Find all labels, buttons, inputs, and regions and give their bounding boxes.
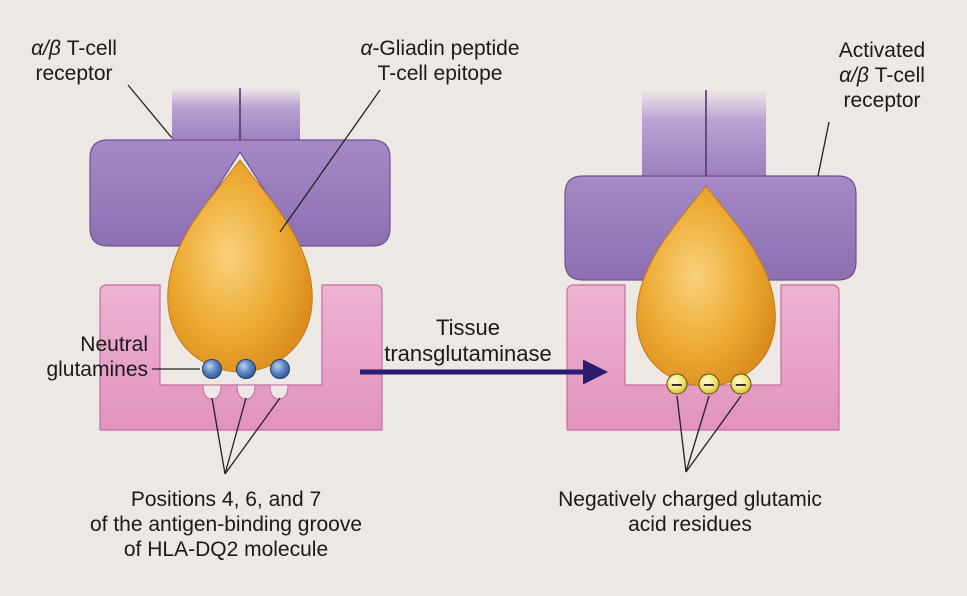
- label-text: Positions 4, 6, and 7: [130, 488, 322, 511]
- label-text: of the antigen-binding groove: [89, 513, 363, 536]
- label-text: T-cell: [868, 64, 925, 87]
- label-text: -Gliadin peptide: [372, 37, 520, 60]
- label-text: α/β: [31, 37, 61, 60]
- right-hla-dq2-groove: [566, 284, 840, 431]
- glutamic-acid-label: Negatively charged glutamic acid residue…: [500, 487, 880, 537]
- label-text: receptor: [35, 62, 113, 85]
- left-receptor-stem: [172, 88, 300, 142]
- left-groove-positions: [202, 384, 289, 400]
- left-hla-dq2-groove: [99, 284, 383, 431]
- label-text: Tissue: [436, 315, 500, 340]
- label-text: Neutral: [80, 333, 148, 356]
- label-text: acid residues: [628, 513, 752, 536]
- glutamic-acid-bead: −: [730, 373, 752, 395]
- label-text: T-cell epitope: [377, 62, 503, 85]
- label-text: α/β: [839, 64, 869, 87]
- activated-tcr-label: Activated α/β T-cell receptor: [812, 38, 952, 113]
- leader-lines: [127, 84, 830, 475]
- tcr-left-label: α/β T-cell receptor: [18, 36, 130, 86]
- neutral-glutamines-label: Neutral glutamines: [18, 332, 148, 382]
- label-text: of HLA-DQ2 molecule: [123, 538, 329, 561]
- neutral-glutamine-bead: [270, 359, 290, 379]
- label-text: glutamines: [46, 358, 148, 381]
- negative-charge-symbol: −: [670, 375, 683, 394]
- gliadin-epitope-label: α-Gliadin peptide T-cell epitope: [320, 36, 560, 86]
- right-receptor-stem: [642, 90, 766, 178]
- label-text: Negatively charged glutamic: [558, 488, 822, 511]
- label-text: T-cell: [60, 37, 117, 60]
- neutral-glutamine-bead: [202, 359, 222, 379]
- label-text: Activated: [838, 39, 926, 62]
- neutral-glutamine-bead: [236, 359, 256, 379]
- negative-charge-symbol: −: [702, 375, 715, 394]
- label-text: α: [360, 37, 373, 60]
- negative-charge-symbol: −: [734, 375, 747, 394]
- left-complex: [89, 88, 391, 431]
- glutamic-acid-bead: −: [698, 373, 720, 395]
- groove-positions-label: Positions 4, 6, and 7 of the antigen-bin…: [66, 487, 386, 562]
- glutamic-acid-bead: −: [666, 373, 688, 395]
- tissue-transglutaminase-label: Tissue transglutaminase: [363, 315, 573, 367]
- right-complex: − − −: [564, 90, 857, 431]
- label-text: transglutaminase: [384, 341, 552, 366]
- label-text: receptor: [843, 89, 921, 112]
